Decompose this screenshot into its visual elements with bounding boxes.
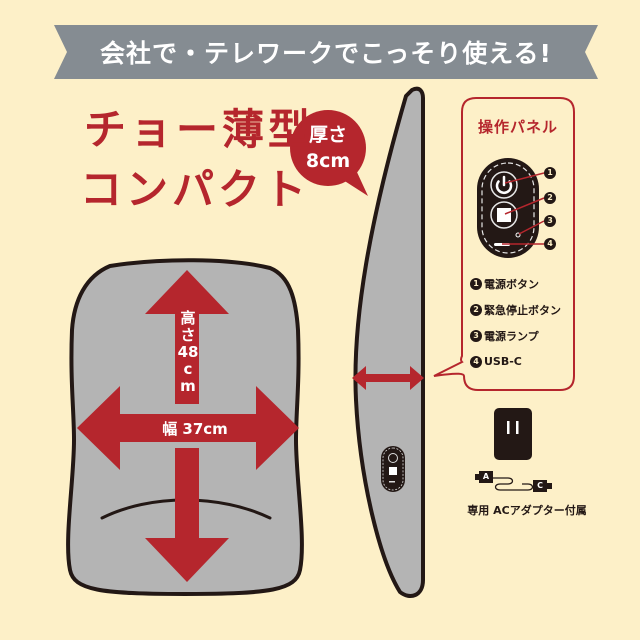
legend-item-emergency-stop: 2 緊急停止ボタン: [470, 302, 561, 317]
down-arrow: [145, 448, 229, 582]
legend-label: 緊急停止ボタン: [484, 303, 561, 317]
plug-c-label: C: [537, 481, 543, 490]
headline-line-1: チョー薄型: [84, 105, 315, 154]
height-char: 高: [180, 309, 196, 327]
callout-number-4: 4: [544, 238, 556, 250]
legend-number: 3: [470, 329, 482, 342]
width-arrow: [77, 386, 299, 470]
height-char: 48: [177, 343, 199, 361]
cushion-side-view: [352, 86, 425, 598]
legend-number: 2: [470, 303, 482, 316]
thickness-bubble: 厚さ 8cm: [290, 113, 366, 183]
legend-number: 4: [470, 355, 482, 368]
legend-item-power-button: 1 電源ボタン: [470, 276, 561, 291]
banner-ribbon: [54, 25, 598, 79]
legend-label: USB-C: [484, 355, 522, 368]
height-arrow: [145, 270, 229, 404]
height-char: m: [180, 377, 196, 395]
legend-label: 電源ランプ: [484, 329, 539, 343]
legend-item-usb-c: 4 USB-C: [470, 354, 561, 369]
control-panel-box: [433, 97, 575, 391]
height-dimension-label: 高 さ 48 c m: [176, 310, 200, 395]
legend-item-power-lamp: 3 電源ランプ: [470, 328, 561, 343]
thickness-label: 厚さ: [308, 124, 347, 146]
callout-number-1: 1: [544, 167, 556, 179]
ac-adapter-illustration: [475, 408, 552, 492]
control-panel-legend: 1 電源ボタン 2 緊急停止ボタン 3 電源ランプ 4 USB-C: [470, 276, 561, 369]
callout-number-2: 2: [544, 192, 556, 204]
banner-headline: 会社で・テレワークでこっそり使える!: [100, 39, 552, 68]
thickness-value: 8cm: [305, 150, 351, 172]
control-panel-title: 操作パネル: [477, 118, 558, 136]
control-panel-illustration: [477, 158, 545, 258]
legend-number: 1: [470, 277, 482, 290]
legend-label: 電源ボタン: [484, 277, 539, 291]
height-char: さ: [180, 326, 196, 344]
adapter-caption: 専用 ACアダプター付属: [467, 504, 587, 517]
side-mini-panel: [381, 446, 405, 492]
thickness-bubble-shape: [290, 110, 368, 196]
plug-a-label: A: [482, 472, 490, 481]
width-dimension-label: 幅 37cm: [162, 420, 228, 438]
callout-number-3: 3: [544, 215, 556, 227]
headline-line-2: コンパクト: [80, 165, 311, 214]
height-char: c: [183, 360, 193, 378]
